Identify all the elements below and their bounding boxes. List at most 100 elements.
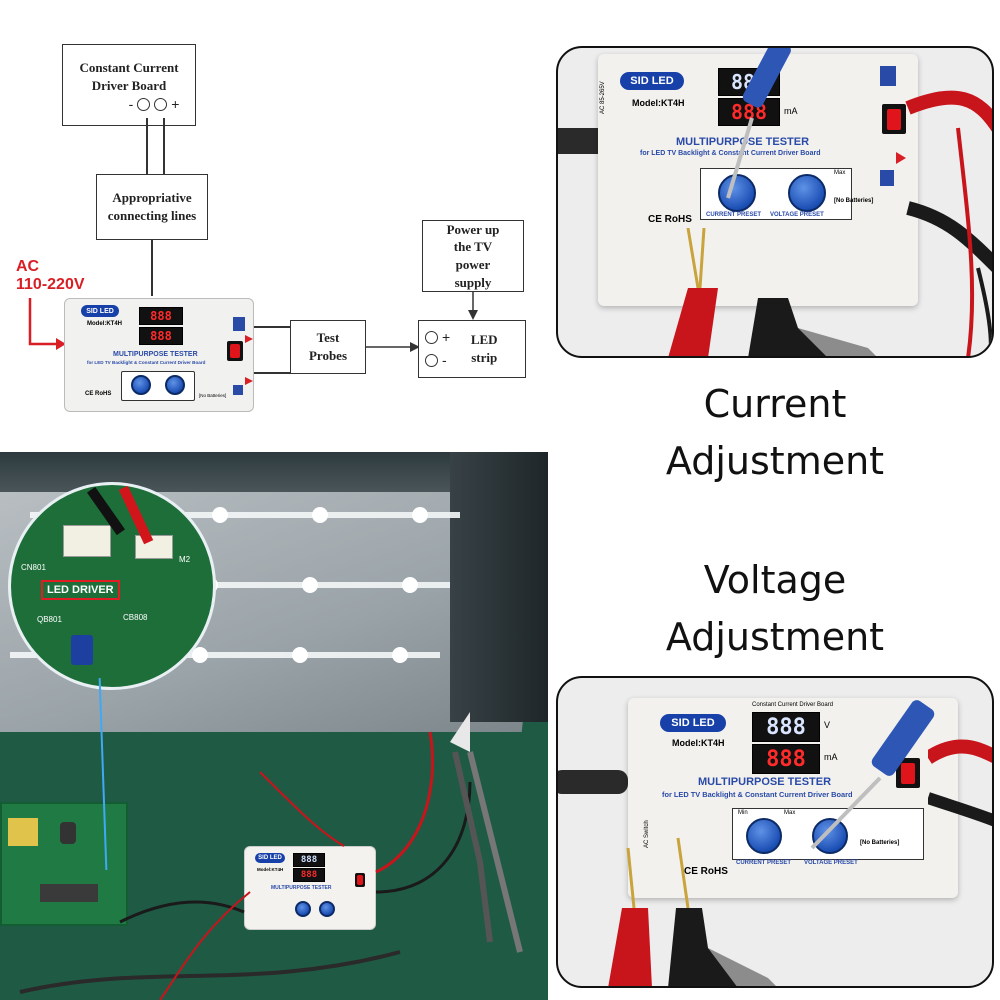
tester-body-top: SID LED Model:KT4H 888 888 mA AC 85-265V… (598, 54, 918, 306)
current-preset-knob-bottom (746, 818, 782, 854)
led-strip-label: LED strip (470, 332, 498, 365)
test-probes-bottom (608, 837, 776, 986)
min-label-bottom: Min (738, 810, 748, 816)
wire-to-tester (151, 240, 153, 296)
voltage-adjustment-caption: Voltage Adjustment (575, 552, 975, 666)
mat-tester-knob-voltage (319, 901, 335, 917)
mainboard-connector (40, 884, 98, 902)
voltage-adjustment-photo: SID LED Model:KT4H Constant Current Driv… (556, 676, 994, 988)
led-minus-circle (425, 353, 438, 367)
voltage-caption-line1: Voltage (703, 558, 847, 602)
diagram-tester-model: Model:KT4H (87, 321, 122, 327)
power-switch-bottom (896, 758, 920, 788)
current-preset-label-top: CURRENT PRESET (706, 212, 762, 218)
screwdriver-bottom (810, 700, 935, 850)
diagram-tester-rohs: CE RoHS (85, 391, 112, 397)
test-probes-label: Test Probes (308, 330, 348, 363)
tester-ac-label-top: AC 85-265V (600, 81, 606, 114)
mat-tester-logo: SID LED (255, 853, 285, 863)
led-minus-label: - (442, 352, 447, 368)
connecting-lines-label: Appropriative connecting lines (107, 190, 197, 223)
ac-label-line1: AC (16, 258, 40, 275)
no-batteries-label-bottom: [No Batteries] (860, 840, 900, 846)
voltage-caption-line2: Adjustment (665, 615, 885, 659)
diagram-voltage-knob (165, 375, 185, 395)
tester-logo-bottom: SID LED (660, 714, 726, 732)
terminal-plus-label: + (171, 96, 180, 113)
test-probes-top (668, 228, 876, 356)
diagram-tester-red-marks (233, 317, 253, 395)
diagram-tester-title: MULTIPURPOSE TESTER (113, 351, 198, 358)
diagram-tester-logo: SID LED (81, 305, 119, 317)
diagram-tester-display-bottom: 888 (139, 327, 183, 345)
component-label-4: M2 (179, 555, 191, 564)
tester-header-bottom: Constant Current Driver Board (752, 702, 834, 708)
ac-input-arrow (28, 298, 66, 350)
led-driver-callout: LED DRIVER (41, 580, 120, 600)
tester-logo-top: SID LED (620, 72, 684, 90)
tester-subtitle-top: for LED TV Backlight & Constant Current … (640, 150, 821, 157)
diagram-tester: SID LED Model:KT4H 888 888 MULTIPURPOSE … (64, 298, 254, 412)
magnifier-chip (71, 635, 93, 665)
voltage-preset-knob-top (788, 174, 826, 212)
led-plus-row: + (425, 328, 450, 347)
terminal-minus-circle (137, 98, 151, 112)
tester-display-bottom-ma: 888 (752, 744, 820, 774)
mat-tester-display-bottom: 888 (293, 868, 325, 882)
current-preset-label-bottom: CURRENT PRESET (736, 860, 792, 866)
led-plus-label: + (442, 329, 451, 346)
connecting-lines-box: Appropriative connecting lines (96, 174, 208, 240)
ac-label-line2: 110-220V (16, 276, 85, 293)
mainboard-transformer (8, 818, 38, 846)
diagram-tester-display-top: 888 (139, 307, 183, 325)
led-driver-magnifier: LED DRIVER CN801 CB808 QB801 M2 (8, 482, 216, 690)
status-marks-top (880, 66, 906, 186)
driver-board-title: Constant Current Driver Board (79, 60, 179, 93)
mat-tester-title: MULTIPURPOSE TESTER (271, 885, 332, 891)
probe-wire-top (254, 326, 290, 328)
led-plus-circle (425, 331, 438, 345)
diagram-current-knob (131, 375, 151, 395)
tester-model-top: Model:KT4H (632, 98, 685, 108)
power-supply-arrow (468, 292, 478, 320)
voltage-preset-label-top: VOLTAGE PRESET (770, 212, 824, 218)
component-label-2: CB808 (123, 613, 148, 622)
current-caption-line1: Current (703, 382, 847, 426)
current-preset-knob-top (718, 174, 756, 212)
power-cord-bottom (558, 770, 628, 794)
tester-model-bottom: Model:KT4H (672, 738, 725, 748)
terminal-plus-circle (154, 98, 168, 112)
tester-unit-v-bottom: V (824, 720, 831, 730)
tester-title-top: MULTIPURPOSE TESTER (676, 136, 810, 148)
driver-board-terminals: - + (129, 95, 180, 114)
test-probes-box: Test Probes (290, 320, 366, 374)
probes-to-strip-arrow (366, 342, 420, 352)
current-caption-line2: Adjustment (665, 439, 885, 483)
current-adjustment-photo: SID LED Model:KT4H 888 888 mA AC 85-265V… (556, 46, 994, 358)
rohs-label-bottom: CE RoHS (684, 866, 728, 877)
screwdriver-top (726, 48, 791, 199)
diagram-tester-no-batteries: [No Batteries] (199, 393, 227, 398)
probe-wire-bottom (254, 372, 290, 374)
voltage-preset-label-bottom: VOLTAGE PRESET (804, 860, 858, 866)
led-minus-row: - (425, 351, 450, 370)
tv-frame-right (450, 452, 548, 722)
mat-tester-display-top: 888 (293, 853, 325, 867)
mat-tester-model: Model:KT4H (257, 867, 284, 872)
ac-label: AC 110-220V (16, 258, 85, 294)
tester-title-bottom: MULTIPURPOSE TESTER (698, 776, 832, 788)
wire-plus (163, 118, 165, 174)
power-supply-box: Power up the TV power supply (422, 220, 524, 292)
wire-minus (146, 118, 148, 174)
voltage-preset-knob-bottom (812, 818, 848, 854)
probe-cables-bottom (928, 739, 992, 827)
component-label-1: CN801 (21, 563, 46, 572)
photo-cables (19, 712, 523, 1000)
probe-cables-top (905, 90, 992, 356)
tv-setup-photo: LED DRIVER CN801 CB808 QB801 M2 SID LED … (0, 452, 548, 1000)
driver-board-box: Constant Current Driver Board - + (62, 44, 196, 126)
tester-display-bottom-v: 888 (752, 712, 820, 742)
led-strip-terminals: + - (425, 328, 450, 370)
no-batteries-label-top: [No Batteries] (834, 198, 874, 204)
diagram-tester-subtitle: for LED TV Backlight & Constant Current … (87, 360, 206, 365)
